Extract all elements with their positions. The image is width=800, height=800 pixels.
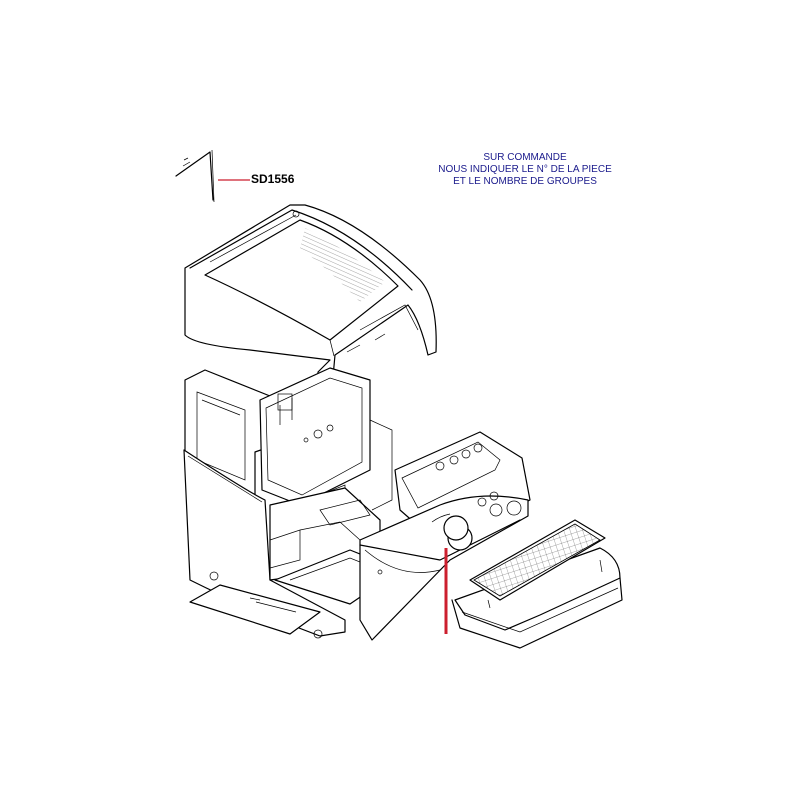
order-note-line-1: SUR COMMANDE — [483, 152, 567, 163]
order-note: SUR COMMANDE NOUS INDIQUER LE N° DE LA P… — [400, 152, 650, 188]
top-cover — [184, 204, 437, 413]
bottom-panel — [189, 584, 321, 635]
sd1556-part — [175, 149, 215, 203]
order-note-line-2: NOUS INDIQUER LE N° DE LA PIECE — [438, 164, 612, 175]
order-note-line-3: ET LE NOMBRE DE GROUPES — [453, 176, 597, 187]
drip-tray — [451, 519, 623, 649]
control-panel — [359, 431, 531, 641]
part-number-label: SD1556 — [251, 172, 295, 186]
